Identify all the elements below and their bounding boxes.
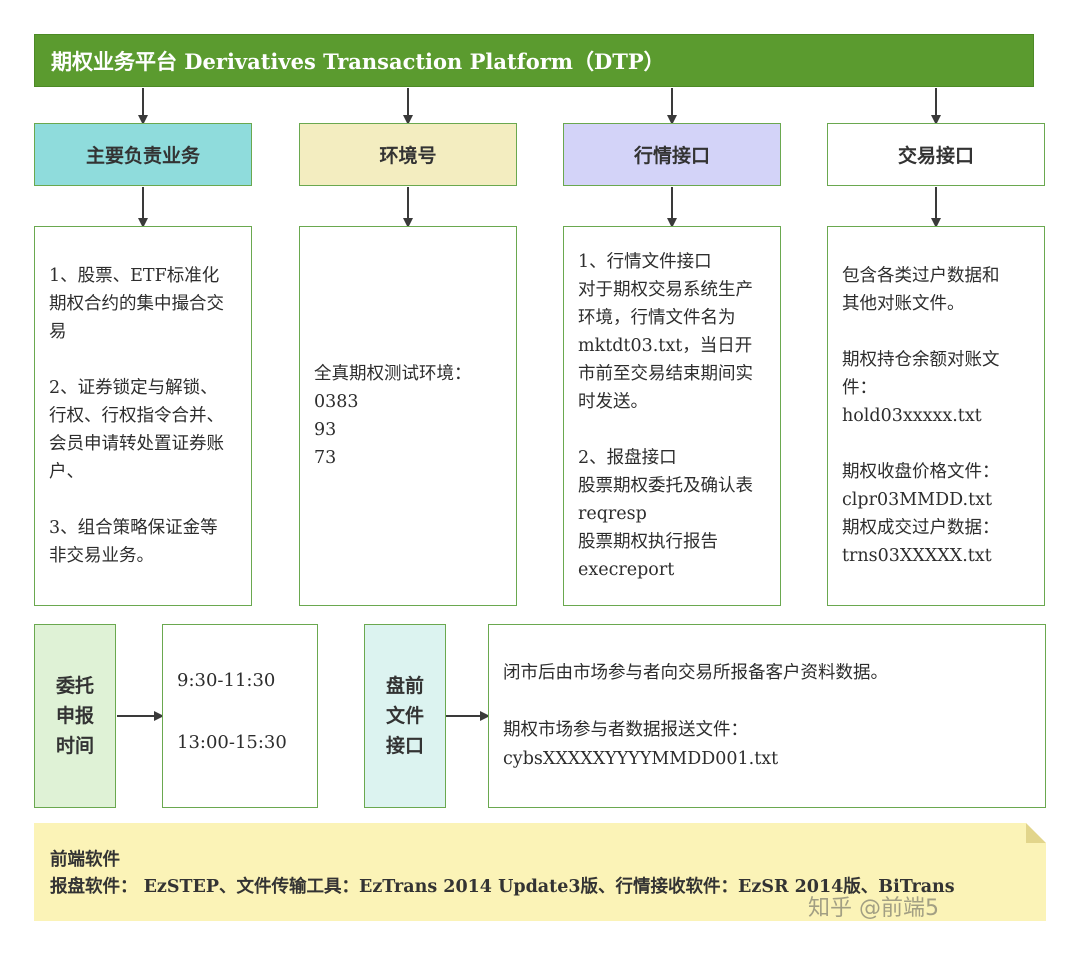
text-line: 接口	[385, 735, 424, 757]
text-line: 2、证券锁定与解锁、	[49, 378, 218, 398]
market-interface-content: 1、行情文件接口对于期权交易系统生产环境，行情文件名为 mktdt03.txt，当…	[563, 226, 781, 606]
text-line: 委托	[55, 675, 94, 697]
text-line: 时发送。	[578, 392, 648, 412]
line-gap	[578, 416, 768, 444]
text-line: 对于期权交易系统生产	[578, 280, 753, 300]
business-content: 1、股票、ETF标准化期权合约的集中撮合交易 2、证券锁定与解锁、行权、行权指令合…	[34, 226, 252, 606]
order-time-afternoon: 13:00-15:30	[177, 731, 287, 753]
page-fold-corner	[1026, 823, 1046, 843]
text-line: hold03xxxxx.txt	[842, 406, 982, 426]
text-line: reqresp	[578, 504, 647, 524]
line-gap	[49, 346, 239, 374]
text-line: 行权、行权指令合并、	[49, 406, 224, 426]
order-time-values: 9:30-11:30 13:00-15:30	[162, 624, 318, 808]
line-gap	[503, 688, 1045, 716]
text-line: 股票期权执行报告	[578, 532, 718, 552]
text-line: 期权成交过户数据：	[842, 518, 1000, 538]
text-line: 2、报盘接口	[578, 448, 677, 468]
text-line: 73	[314, 448, 337, 468]
text-line: 3、组合策略保证金等	[49, 518, 218, 538]
text-line: mktdt03.txt，当日开	[578, 336, 753, 356]
text-line: 非交易业务。	[49, 546, 154, 566]
text-line: 全真期权测试环境：	[314, 364, 472, 384]
text-line: 93	[314, 420, 337, 440]
text-line: execreport	[578, 560, 675, 580]
text-line: 易	[49, 322, 67, 342]
text-line: 期权市场参与者数据报送文件：	[503, 719, 748, 740]
text-line: 会员申请转处置证券账	[49, 434, 224, 454]
text-line: cybsXXXXXYYYYMMDD001.txt	[503, 748, 779, 769]
text-line: 户、	[49, 462, 84, 482]
line-gap	[842, 318, 1032, 346]
order-time-morning: 9:30-11:30	[177, 669, 276, 691]
environment-content: 全真期权测试环境： 0383 93 73	[299, 226, 517, 606]
category-trade-title: 交易接口	[897, 145, 974, 167]
watermark: 知乎 @前端5	[808, 896, 939, 921]
text-line: 1、股票、ETF标准化	[49, 266, 220, 286]
order-time-label: 委托申报时间	[34, 624, 116, 808]
line-gap	[842, 430, 1032, 458]
text-line: 时间	[55, 735, 94, 757]
platform-header: 期权业务平台 Derivatives Transaction Platform（…	[34, 34, 1034, 87]
text-line: 盘前	[385, 675, 424, 697]
category-market-interface: 行情接口	[563, 123, 781, 186]
platform-title: 期权业务平台 Derivatives Transaction Platform（…	[51, 48, 665, 74]
category-trade-interface: 交易接口	[827, 123, 1045, 186]
text-line: 文件	[385, 705, 424, 727]
text-line: 期权持仓余额对账文	[842, 350, 1000, 370]
text-line: 股票期权委托及确认表	[578, 476, 753, 496]
frontend-software-note: 前端软件 报盘软件： EzSTEP、文件传输工具：EzTrans 2014 Up…	[34, 823, 1046, 921]
text-line: 包含各类过户数据和	[842, 266, 1000, 286]
text-line: 其他对账文件。	[842, 294, 965, 314]
text-line: 期权合约的集中撮合交	[49, 294, 224, 314]
text-line: 环境，行情文件名为	[578, 308, 736, 328]
premarket-content: 闭市后由市场参与者向交易所报备客户资料数据。期权市场参与者数据报送文件： cybs…	[488, 624, 1046, 808]
text-line: 件：	[842, 378, 877, 398]
category-market-title: 行情接口	[633, 145, 710, 167]
text-line: clpr03MMDD.txt	[842, 490, 993, 510]
text-line: 0383	[314, 392, 359, 412]
premarket-label: 盘前文件接口	[364, 624, 446, 808]
text-line: 市前至交易结束期间实	[578, 364, 753, 384]
category-business-title: 主要负责业务	[85, 145, 200, 167]
text-line: trns03XXXXX.txt	[842, 546, 992, 566]
category-environment-title: 环境号	[379, 145, 437, 167]
text-line: 闭市后由市场参与者向交易所报备客户资料数据。	[503, 662, 888, 683]
text-line: 申报	[55, 705, 94, 727]
category-environment: 环境号	[299, 123, 517, 186]
frontend-title: 前端软件	[50, 850, 120, 870]
text-line: 1、行情文件接口	[578, 252, 712, 272]
category-business: 主要负责业务	[34, 123, 252, 186]
line-gap	[49, 486, 239, 514]
trade-interface-content: 包含各类过户数据和其他对账文件。期权持仓余额对账文件： hold03xxxxx.t…	[827, 226, 1045, 606]
frontend-text: 报盘软件： EzSTEP、文件传输工具：EzTrans 2014 Update3…	[50, 877, 955, 897]
text-line: 期权收盘价格文件：	[842, 462, 1000, 482]
